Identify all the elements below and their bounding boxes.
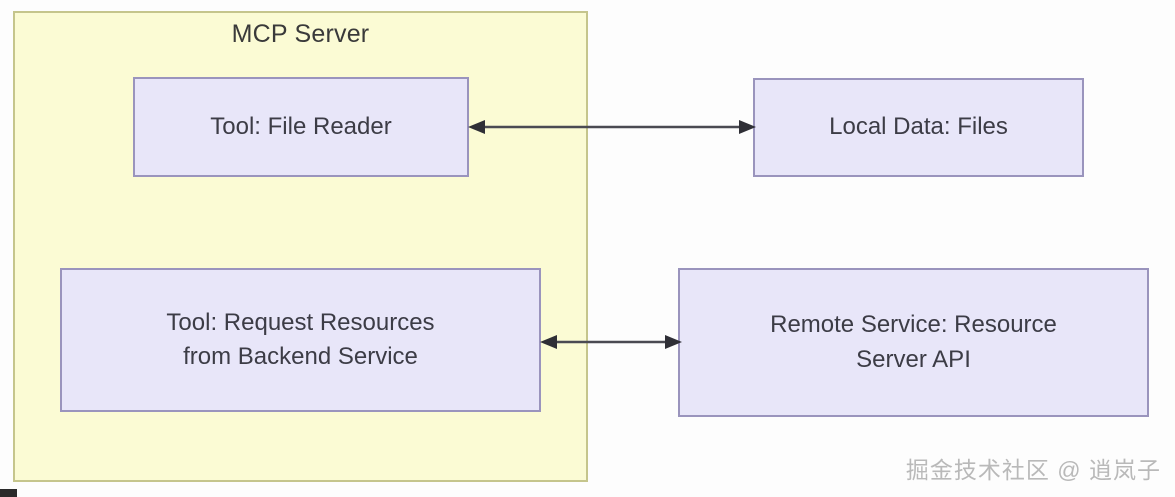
edge-artifact <box>0 489 17 497</box>
mcp-server-title: MCP Server <box>231 20 370 48</box>
double-arrow-icon-file-reader-to-local-data <box>468 120 756 134</box>
node-local-data-files-label: Local Data: Files <box>829 113 1008 141</box>
node-tool-request-resources-label: Tool: Request Resources from Backend Ser… <box>166 308 435 370</box>
node-local-data-files[interactable]: Local Data: Files <box>753 78 1084 177</box>
node-tool-file-reader-label: Tool: File Reader <box>210 112 392 140</box>
double-arrow-icon-request-resources-to-remote-service <box>540 335 682 349</box>
node-tool-file-reader[interactable]: Tool: File Reader <box>133 77 469 177</box>
node-tool-request-resources[interactable]: Tool: Request Resources from Backend Ser… <box>60 268 541 412</box>
watermark: 掘金技术社区 @ 逍岚子 <box>905 457 1161 483</box>
node-remote-service-resource-server-api-label: Remote Service: Resource Server API <box>770 311 1057 373</box>
node-remote-service-resource-server-api[interactable]: Remote Service: Resource Server API <box>678 268 1149 417</box>
